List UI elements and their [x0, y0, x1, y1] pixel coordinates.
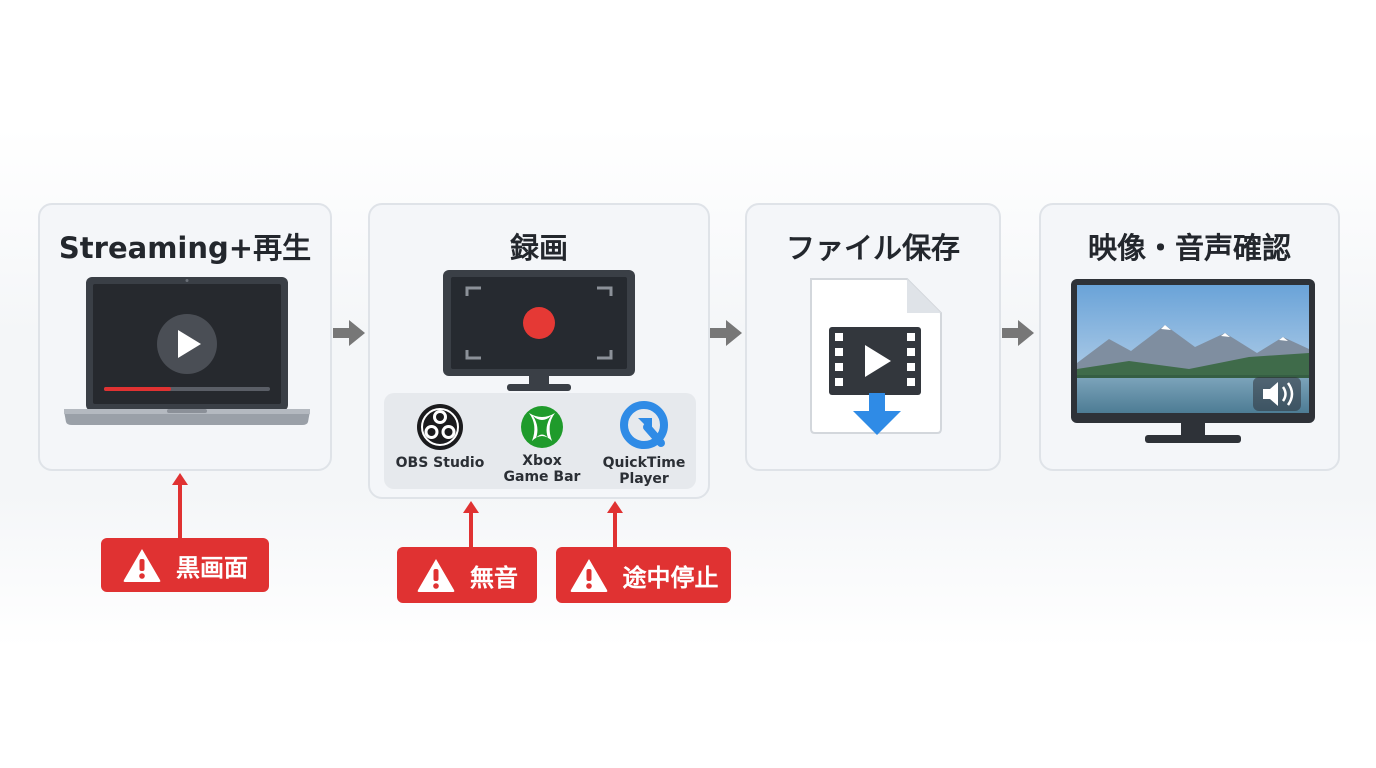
recorder-tool-quicktime: QuickTime Player — [592, 401, 696, 487]
recorder-name-xbox-line1: Xbox — [522, 453, 562, 469]
recording-monitor-icon — [443, 270, 635, 391]
recorder-name-quicktime-line1: QuickTime — [602, 455, 686, 471]
recorder-name-xbox-line2: Game Bar — [503, 469, 581, 485]
step-title-av-check: 映像・音声確認 — [1087, 231, 1291, 265]
warning-triangle-icon — [417, 559, 455, 592]
obs-studio-icon — [417, 404, 463, 450]
laptop-video-player-icon — [64, 277, 310, 425]
step-card-streaming: Streaming+再生 — [38, 203, 332, 471]
warning-badge-stop-midway: 途中停止 — [556, 547, 731, 603]
step-title-streaming: Streaming+再生 — [58, 231, 312, 265]
recorder-tool-obs: OBS Studio — [388, 403, 492, 471]
warning-badge-no-sound: 無音 — [397, 547, 537, 603]
step-title-recording: 録画 — [509, 231, 568, 265]
warning-pointer-black-screen — [172, 473, 188, 539]
step-card-file-save: ファイル保存 — [745, 203, 1001, 471]
step-title-file-save: ファイル保存 — [785, 231, 960, 265]
flow-arrow-1 — [333, 320, 365, 346]
warning-badge-black-screen: 黒画面 — [101, 538, 269, 592]
record-dot-icon — [523, 307, 555, 339]
xbox-icon — [521, 406, 563, 448]
step-card-av-check: 映像・音声確認 — [1039, 203, 1340, 471]
warning-pointer-stop-midway — [607, 501, 623, 547]
warning-label-no-sound: 無音 — [470, 563, 518, 592]
recorder-name-quicktime-line2: Player — [619, 471, 669, 487]
warning-label-black-screen: 黒画面 — [176, 553, 248, 582]
warning-triangle-icon — [123, 549, 161, 582]
video-file-download-icon — [810, 278, 942, 435]
tv-landscape-icon — [1071, 279, 1315, 443]
film-strip-icon — [829, 327, 921, 395]
step-card-recording: 録画 OBS Studio Xbox Game Ba — [368, 203, 710, 499]
recorder-tool-xbox: Xbox Game Bar — [490, 405, 594, 485]
warning-pointer-no-sound — [463, 501, 479, 547]
warning-triangle-icon — [570, 559, 607, 592]
playback-progress — [104, 387, 171, 391]
recorder-name-obs: OBS Studio — [395, 455, 485, 471]
warning-label-stop-midway: 途中停止 — [622, 563, 719, 592]
quicktime-icon — [620, 401, 668, 449]
download-arrow-icon — [853, 389, 901, 435]
flow-arrow-2 — [710, 320, 742, 346]
flow-arrow-3 — [1002, 320, 1034, 346]
speaker-volume-icon — [1253, 377, 1301, 411]
